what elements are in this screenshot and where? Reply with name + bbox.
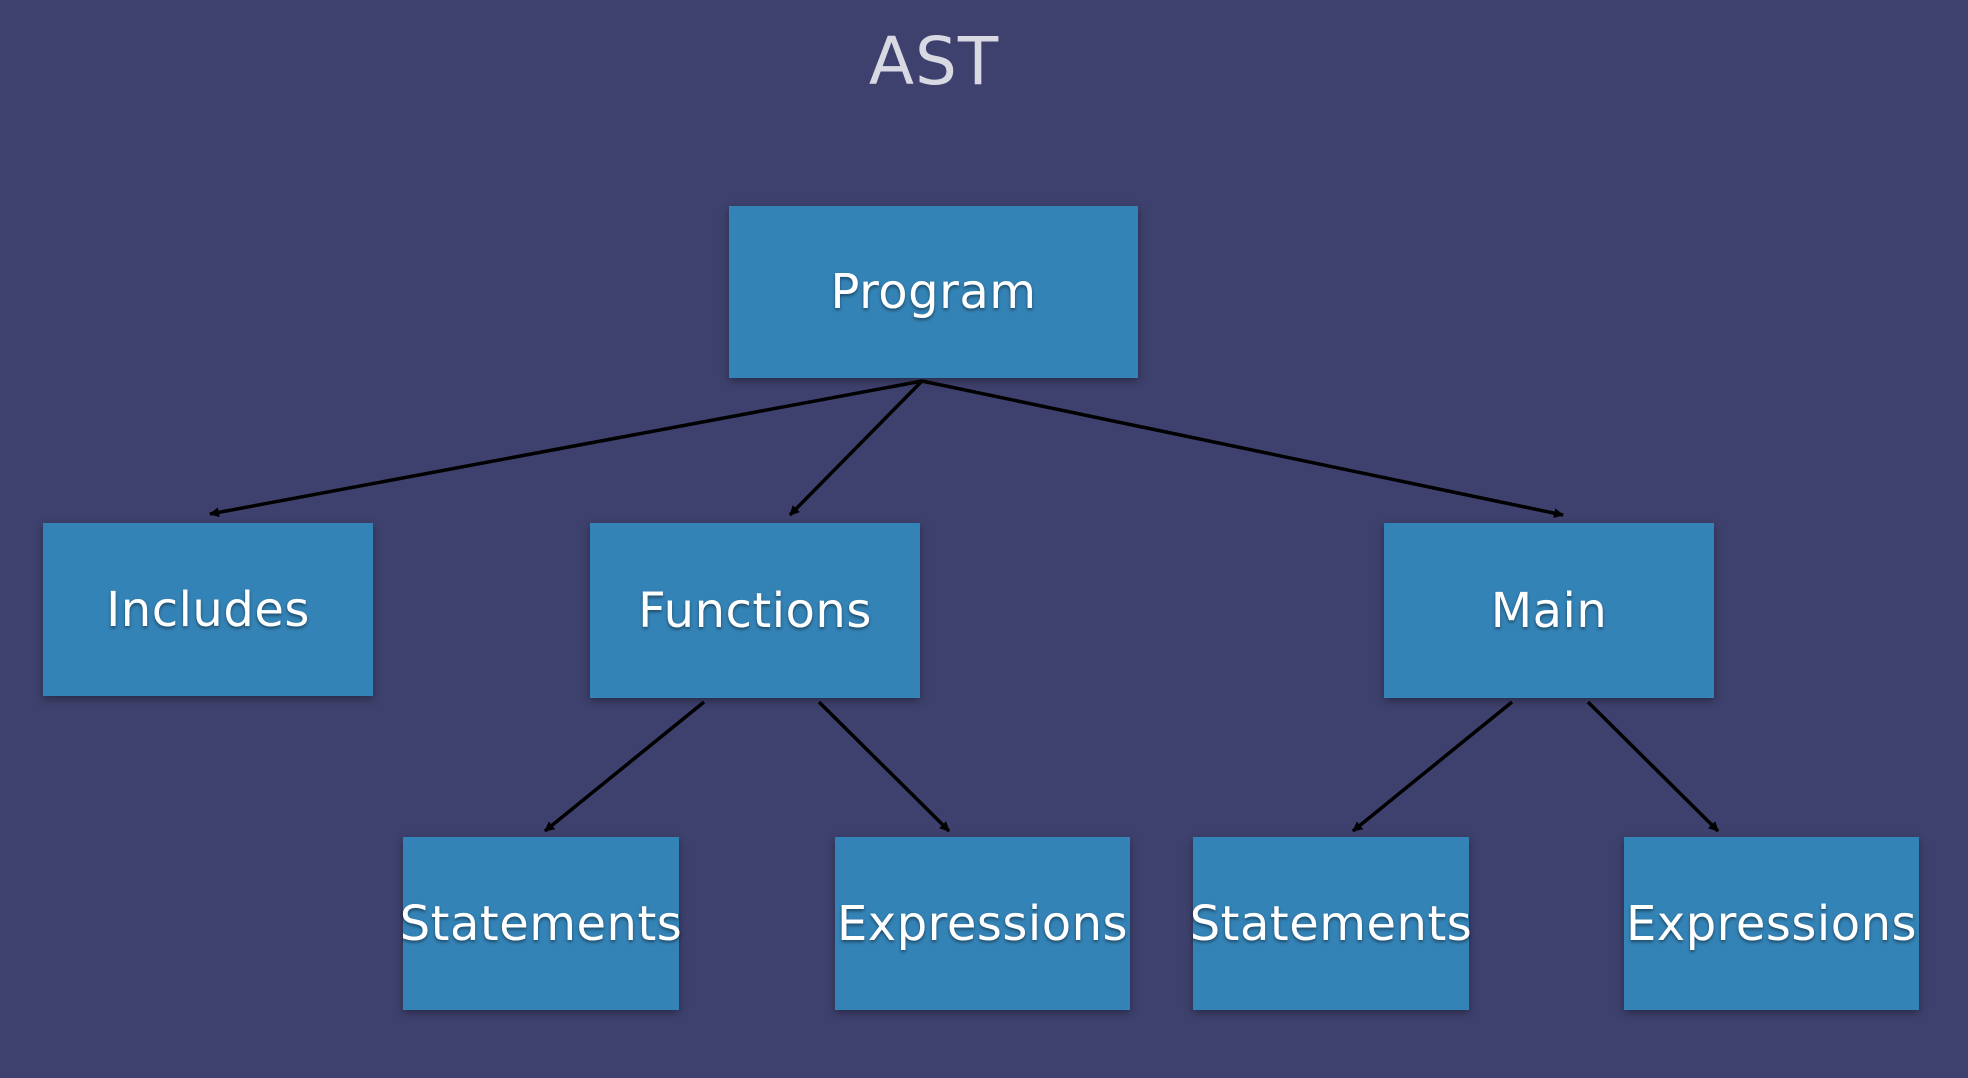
diagram-title: AST <box>868 23 1000 100</box>
edge-main-statements <box>1351 700 1514 833</box>
node-functions-expressions: Expressions <box>835 837 1130 1010</box>
edge-main-expressions <box>1586 700 1720 833</box>
node-label: Program <box>830 264 1037 320</box>
node-main: Main <box>1384 523 1714 698</box>
node-label: Statements <box>399 895 683 952</box>
node-functions-statements: Statements <box>400 837 682 1010</box>
node-label: Expressions <box>836 895 1129 952</box>
node-main-statements: Statements <box>1190 837 1472 1010</box>
node-program: Program <box>729 206 1138 378</box>
node-label: Functions <box>638 582 872 639</box>
node-label: Statements <box>1189 895 1473 952</box>
edge-functions-statements <box>543 700 706 833</box>
node-label: Expressions <box>1625 895 1918 952</box>
edge-program-includes <box>209 379 923 518</box>
edge-program-main <box>921 379 1564 519</box>
node-label: Main <box>1490 582 1608 639</box>
edge-functions-expressions <box>817 700 951 833</box>
node-label: Includes <box>106 581 310 638</box>
edge-program-functions <box>788 379 924 517</box>
node-includes: Includes <box>43 523 373 696</box>
node-main-expressions: Expressions <box>1624 837 1919 1010</box>
node-functions: Functions <box>590 523 920 698</box>
